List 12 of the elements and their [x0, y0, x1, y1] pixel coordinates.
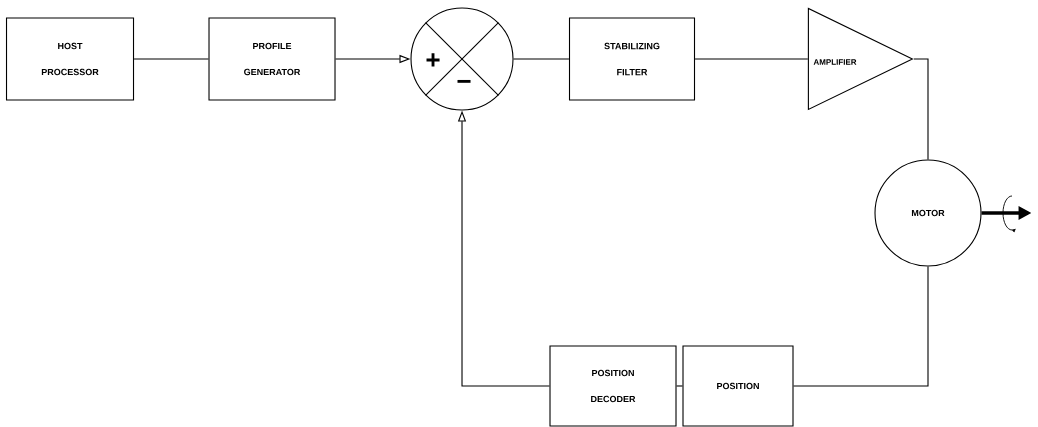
- connector-line: [676, 385, 683, 387]
- process-box: HOST PROCESSOR: [5, 17, 135, 101]
- process-box: POSITION: [682, 345, 794, 427]
- summing-junction: + −: [410, 7, 514, 111]
- process-box: POSITION DECODER: [549, 345, 677, 427]
- connector-line: [793, 266, 929, 387]
- process-box: PROFILE GENERATOR: [208, 17, 336, 101]
- process-box: STABILIZING FILTER: [568, 17, 696, 101]
- connector-line: [694, 58, 809, 60]
- connector-line: [133, 58, 209, 60]
- connector-line: [913, 58, 929, 160]
- connector-line: [513, 58, 570, 60]
